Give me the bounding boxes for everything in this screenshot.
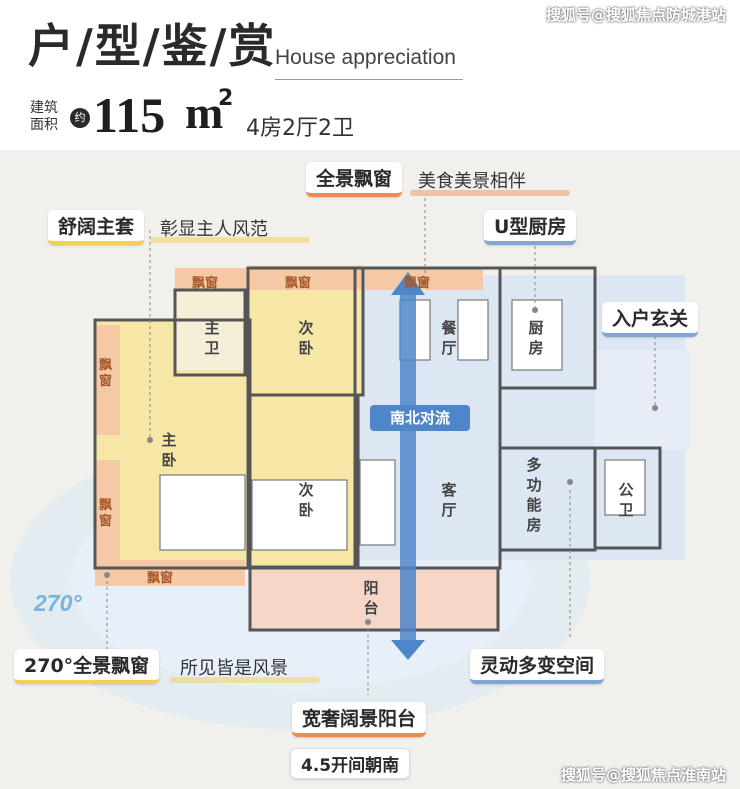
title-divider: [275, 79, 463, 80]
room-balcony: 阳台: [363, 579, 379, 617]
desc-panorama-window: 美食美景相伴: [418, 171, 526, 192]
underline-panorama: [410, 190, 570, 196]
window-top-right: [365, 268, 483, 290]
tag-entrance: 入户玄关: [602, 302, 699, 337]
approx-badge: 约: [70, 108, 90, 128]
window-label-6: 飘窗: [147, 571, 174, 586]
window-label-2: 飘窗: [285, 276, 312, 291]
window-label-5: 飘窗: [99, 498, 113, 529]
desc-270-window: 所见皆是风景: [180, 658, 288, 679]
area-label: 建筑面积: [30, 100, 58, 133]
window-label-1: 飘窗: [192, 276, 219, 291]
area-unit-sup: 2: [218, 86, 234, 111]
room-bedroom3: 次卧: [298, 481, 314, 519]
master-bath-zone: [175, 290, 245, 370]
window-label-3: 飘窗: [404, 276, 431, 291]
flow-arrow: [391, 272, 425, 660]
tag-south: 4.5开间朝南: [290, 748, 411, 779]
flow-badge: 南北对流: [370, 405, 470, 431]
area-value: 115: [93, 87, 166, 143]
desc-master-suite: 彰显主人风范: [160, 219, 268, 240]
window-left-2: [95, 460, 120, 570]
tag-270-degree: 270: [24, 655, 64, 677]
window-left-1: [95, 325, 120, 435]
watermark-top: 搜狐号@搜狐焦点防城港站: [545, 6, 726, 24]
header: [0, 0, 740, 150]
room-multi: 多功能房: [526, 456, 542, 534]
walls: [93, 266, 662, 632]
angle-label: 270°: [34, 590, 82, 616]
window-bottom: [95, 560, 245, 586]
page-title-en: House appreciation: [275, 46, 456, 69]
balcony-zone: [250, 568, 498, 630]
room-kitchen: 厨房: [528, 319, 544, 357]
watermark-bottom: 搜狐号@搜狐焦点淮南站: [560, 766, 726, 784]
floor-plan: [10, 198, 690, 730]
room-public-bath: 公卫: [618, 481, 634, 519]
room-master-bath: 主卫: [204, 319, 220, 357]
window-label-4: 飘窗: [99, 358, 113, 389]
tag-balcony: 宽奢阔景阳台: [292, 702, 427, 737]
tag-270-text: °全景飘窗: [63, 655, 150, 677]
guide-dots: [104, 279, 658, 625]
window-top-left: [175, 268, 247, 290]
page-title: 户/型/鉴/赏: [28, 19, 277, 73]
layout-summary: 4房2厅2卫: [246, 116, 354, 141]
room-bedroom2: 次卧: [298, 319, 314, 357]
room-living: 客厅: [441, 481, 457, 519]
tag-270-window: 270°全景飘窗: [14, 649, 160, 684]
area-unit: m: [185, 87, 224, 138]
underline-270: [170, 677, 320, 683]
tag-master-suite: 舒阔主套: [48, 210, 145, 245]
tag-flex-space: 灵动多变空间: [470, 649, 605, 684]
guide-lines: [106, 198, 656, 695]
window-top-mid: [248, 268, 363, 290]
tag-panorama-window: 全景飘窗: [306, 162, 403, 197]
entrance-zone: [595, 350, 690, 450]
room-master-bed: 主卧: [161, 431, 177, 469]
underline-master-suite: [150, 237, 310, 243]
room-dining: 餐厅: [441, 319, 457, 357]
tag-u-kitchen: U型厨房: [484, 210, 577, 245]
